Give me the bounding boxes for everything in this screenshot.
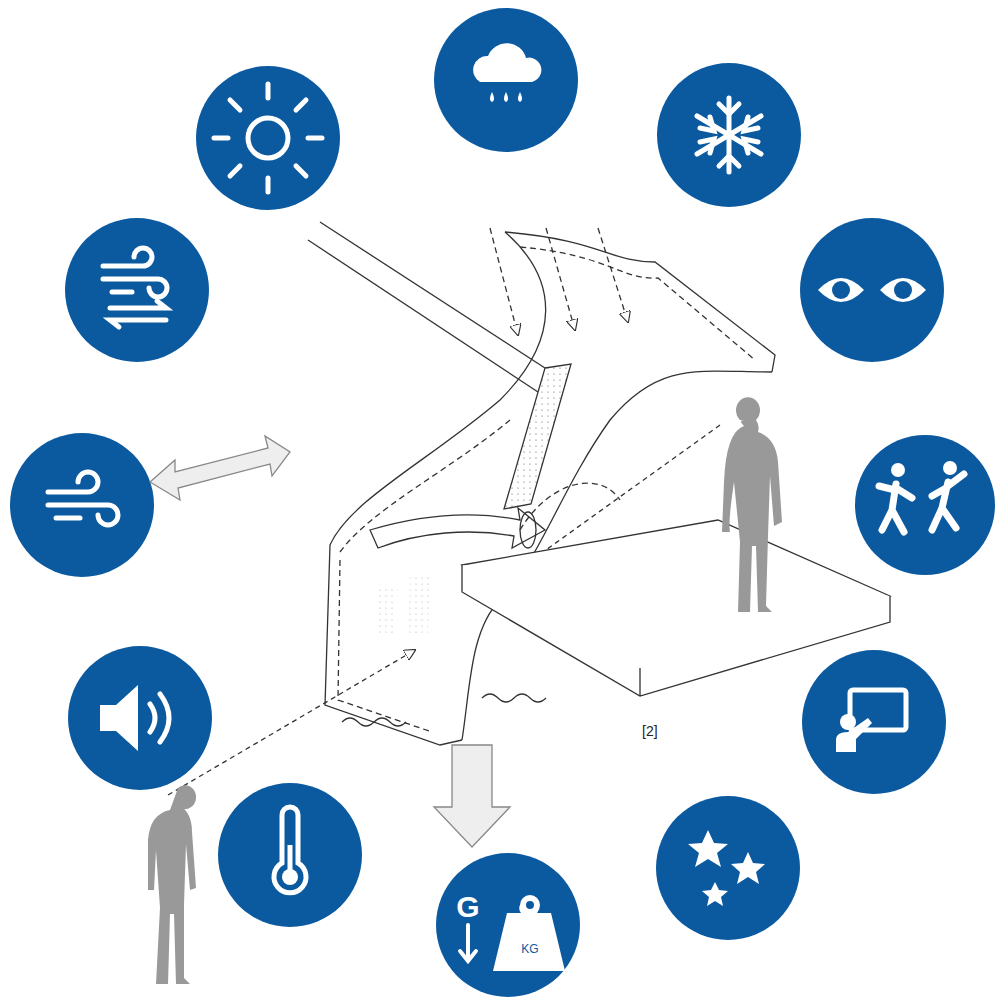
weight-label: KG [521,943,538,955]
weight-circle [436,853,580,997]
gravity-letter: G [456,892,479,922]
reference-number: [2] [640,722,660,740]
eyes-icon [800,218,944,362]
weight-icon: G KG [436,853,580,997]
teaching-icon [802,650,946,794]
wind-icon [10,433,154,577]
thermometer-icon [218,783,362,927]
ventilation-icon [65,218,209,362]
rain-icon [434,8,578,152]
stars-icon [656,796,800,940]
sound-icon [68,646,212,790]
sun-icon [196,66,340,210]
people-icon [855,435,995,575]
snow-icon [657,63,801,207]
